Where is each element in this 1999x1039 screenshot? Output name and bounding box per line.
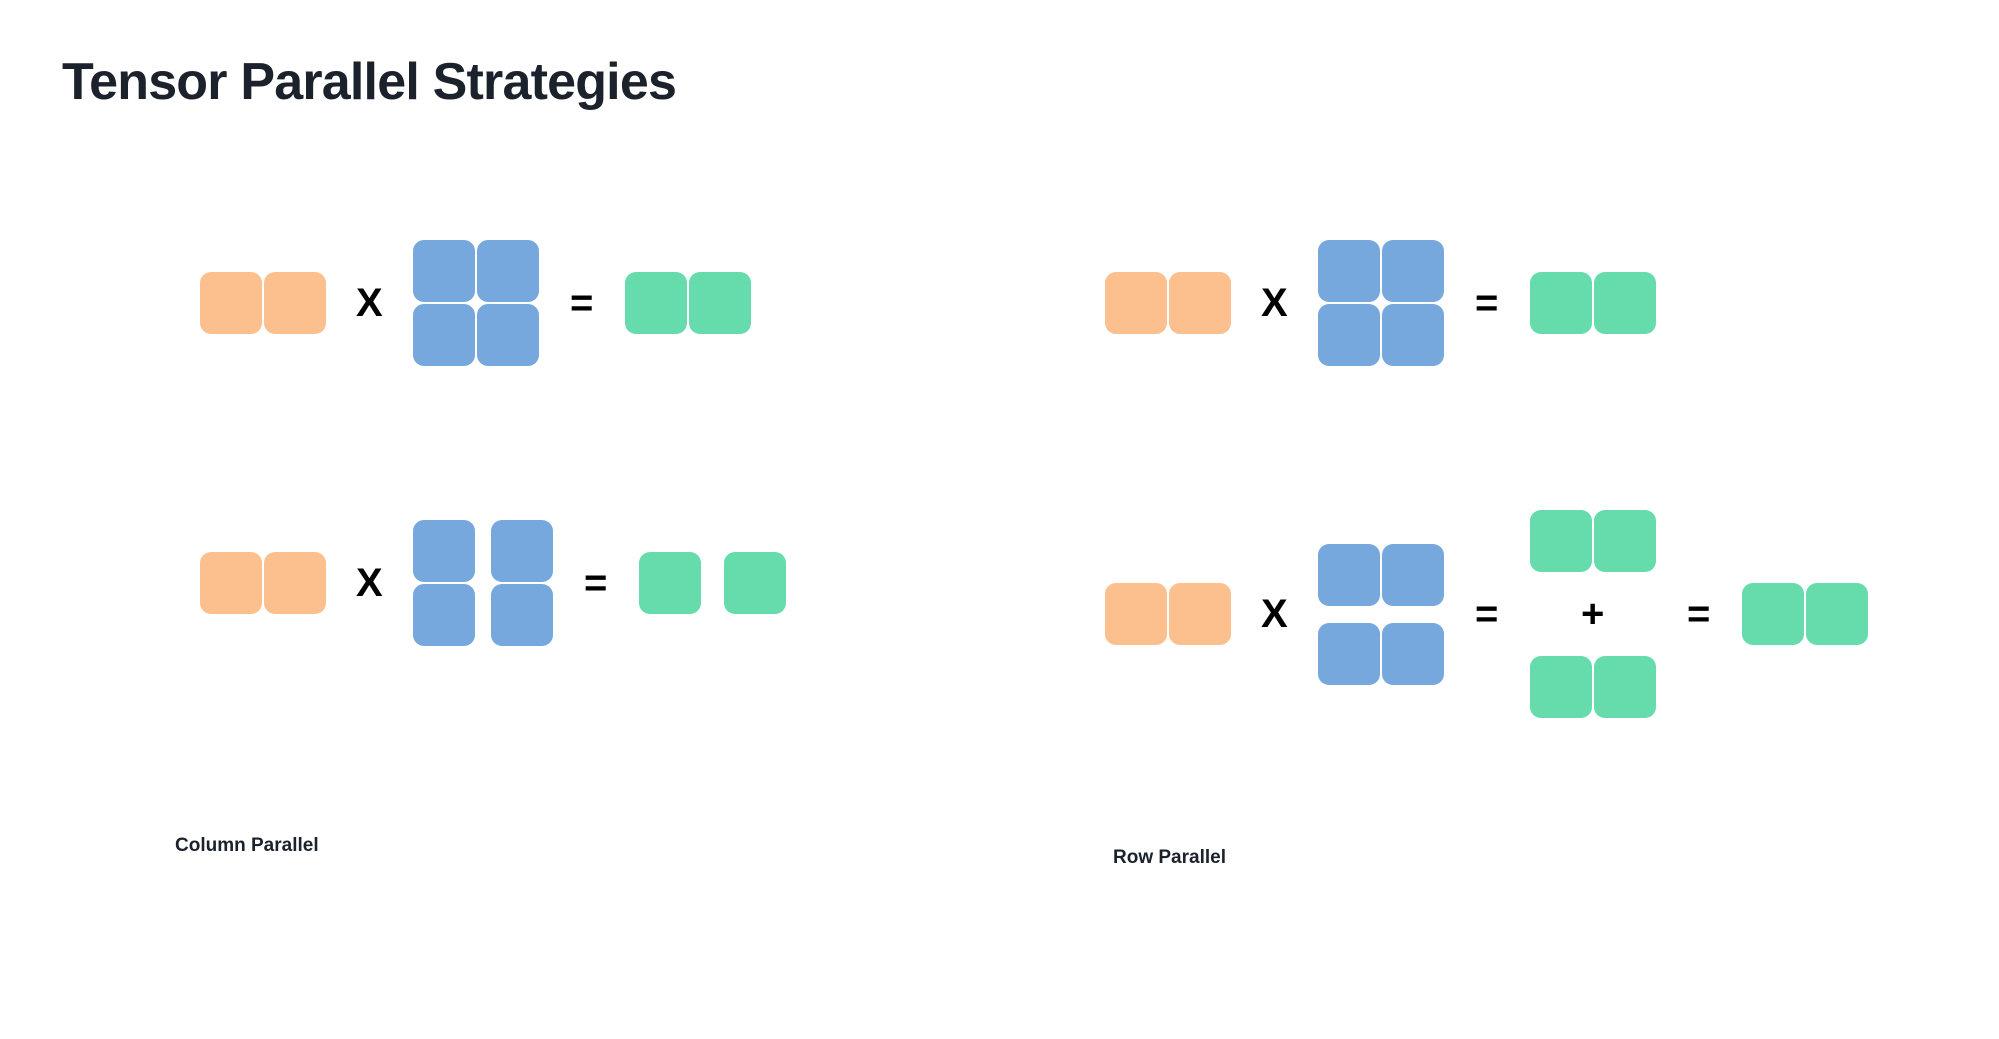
matrix-cell	[264, 272, 326, 334]
output-matrix	[624, 272, 751, 334]
matrix-cell	[490, 520, 553, 582]
equation-column-parallel-sharded: X =	[200, 520, 786, 646]
matrix-cell	[624, 272, 687, 334]
input-activation-matrix	[200, 272, 326, 334]
matrix-cell	[412, 584, 475, 646]
input-activation-matrix	[200, 552, 326, 614]
matrix-cell	[1381, 240, 1444, 302]
matrix-cell	[1593, 272, 1656, 334]
matrix-cell	[412, 304, 475, 366]
weight-matrix-column-sharded	[412, 520, 553, 646]
matrix-cell	[200, 272, 262, 334]
matrix-row	[1317, 304, 1444, 366]
weight-matrix	[1317, 240, 1444, 366]
weight-matrix-row-sharded	[1317, 543, 1444, 685]
matrix-cell	[638, 552, 701, 614]
input-activation-matrix	[1105, 583, 1231, 645]
matrix-cell	[264, 552, 326, 614]
partial-output-matrix	[1529, 656, 1656, 718]
matrix-cell	[476, 304, 539, 366]
output-matrix-reduced	[1741, 583, 1868, 645]
equation-row-parallel-sharded: X = +	[1105, 510, 1868, 718]
equation-column-parallel-full: X =	[200, 240, 751, 366]
matrix-cell	[1317, 304, 1380, 366]
matrix-cell	[1593, 510, 1656, 572]
matrix-cell	[688, 272, 751, 334]
matrix-row	[412, 304, 539, 366]
matrix-cell	[412, 240, 475, 302]
page-title: Tensor Parallel Strategies	[62, 53, 677, 111]
equals-operator: =	[570, 281, 594, 325]
panel-label-row-parallel: Row Parallel	[1113, 847, 1226, 868]
matrix-cell	[1105, 272, 1167, 334]
matrix-cell	[1529, 656, 1592, 718]
equals-operator: =	[1687, 592, 1711, 636]
matrix-row	[412, 520, 553, 582]
partial-output-sum-stack: +	[1529, 510, 1656, 718]
matrix-cell	[1317, 240, 1380, 302]
equals-operator: =	[1475, 592, 1499, 636]
matrix-cell	[1529, 510, 1592, 572]
matrix-cell	[1741, 583, 1804, 645]
matrix-cell	[1317, 622, 1380, 685]
matrix-cell	[1805, 583, 1868, 645]
matrix-cell	[1381, 304, 1444, 366]
equation-row-parallel-full: X =	[1105, 240, 1656, 366]
matrix-cell	[1529, 272, 1592, 334]
weight-matrix	[412, 240, 539, 366]
matrix-row	[412, 240, 539, 302]
input-activation-matrix	[1105, 272, 1231, 334]
output-matrix	[1529, 272, 1656, 334]
matrix-cell	[1169, 583, 1231, 645]
multiply-operator: X	[356, 281, 383, 325]
matrix-cell	[1381, 543, 1444, 606]
equals-operator: =	[1475, 281, 1499, 325]
multiply-operator: X	[356, 561, 383, 605]
multiply-operator: X	[1261, 281, 1288, 325]
matrix-row	[412, 584, 553, 646]
matrix-row	[1317, 622, 1444, 685]
matrix-cell	[1317, 543, 1380, 606]
plus-operator: +	[1581, 592, 1605, 636]
panel-column-parallel: X = X	[0, 230, 1000, 930]
matrix-row	[1317, 240, 1444, 302]
matrix-cell	[490, 584, 553, 646]
partial-output-matrix	[1529, 510, 1656, 572]
matrix-cell	[1593, 656, 1656, 718]
matrix-cell	[200, 552, 262, 614]
matrix-cell	[476, 240, 539, 302]
panel-row-parallel: X = X	[1000, 230, 1999, 930]
matrix-cell	[1381, 622, 1444, 685]
output-matrix-column-sharded	[638, 552, 786, 614]
panel-label-column-parallel: Column Parallel	[175, 835, 319, 856]
multiply-operator: X	[1261, 592, 1288, 636]
matrix-cell	[412, 520, 475, 582]
matrix-cell	[1105, 583, 1167, 645]
matrix-row	[1317, 543, 1444, 606]
matrix-cell	[1169, 272, 1231, 334]
matrix-cell	[723, 552, 786, 614]
equals-operator: =	[584, 561, 608, 605]
